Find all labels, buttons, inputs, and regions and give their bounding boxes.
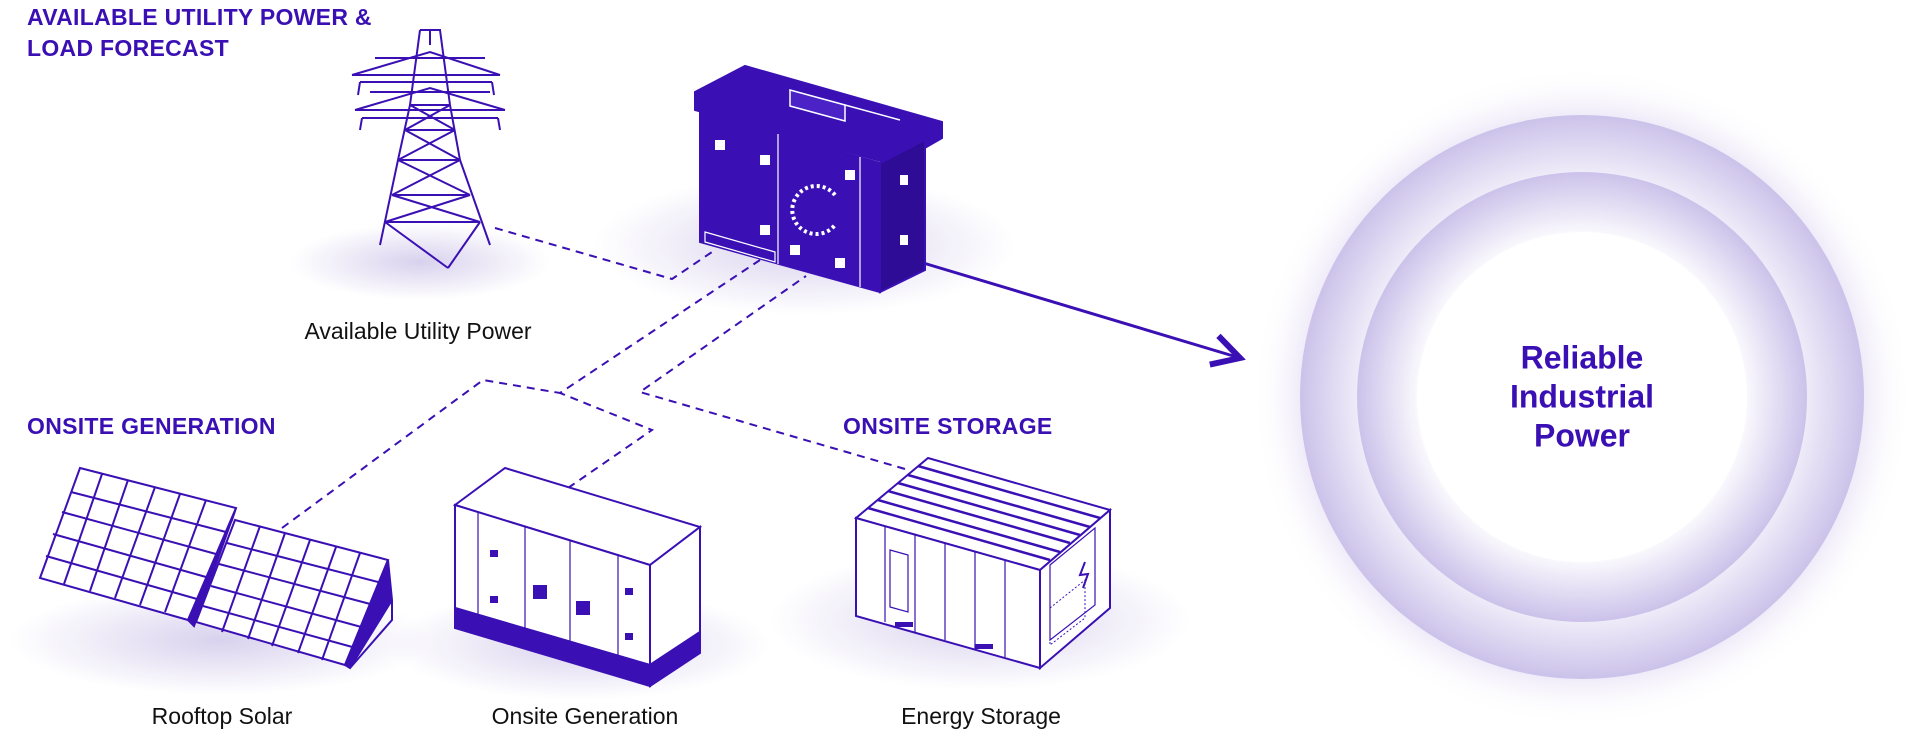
storage-caption: Energy Storage — [901, 703, 1061, 729]
generation-connection — [559, 392, 655, 489]
generator-icon — [452, 466, 703, 688]
onsite-storage-heading: ONSITE STORAGE — [843, 413, 1053, 439]
connection-lines — [281, 227, 906, 529]
utility-heading-line2: LOAD FORECAST — [27, 35, 229, 61]
tower-shadow — [290, 224, 550, 300]
utility-caption: Available Utility Power — [304, 318, 532, 344]
storage-connection — [637, 275, 906, 470]
onsite-generation-heading: ONSITE GENERATION — [27, 413, 276, 439]
utility-heading-line1: AVAILABLE UTILITY POWER & — [27, 4, 372, 30]
utility-connection — [494, 227, 713, 281]
hub-label: Reliable Industrial Power — [1510, 339, 1654, 456]
generation-caption: Onsite Generation — [491, 703, 679, 729]
reliable-power-hub — [1252, 67, 1912, 727]
energy-storage-container-icon — [853, 456, 1113, 671]
utility-heading: AVAILABLE UTILITY POWER & LOAD FORECAST — [27, 2, 372, 64]
output-arrow — [919, 260, 1240, 358]
hub-label-line2: Industrial — [1509, 378, 1655, 415]
controller-cabinet-icon — [694, 64, 943, 294]
solar-caption: Rooftop Solar — [151, 703, 293, 729]
hub-label-line1: Reliable — [1520, 339, 1644, 376]
transmission-tower-icon — [351, 29, 506, 269]
solar-panels-icon — [38, 466, 394, 670]
hub-label-line3: Power — [1533, 417, 1631, 454]
